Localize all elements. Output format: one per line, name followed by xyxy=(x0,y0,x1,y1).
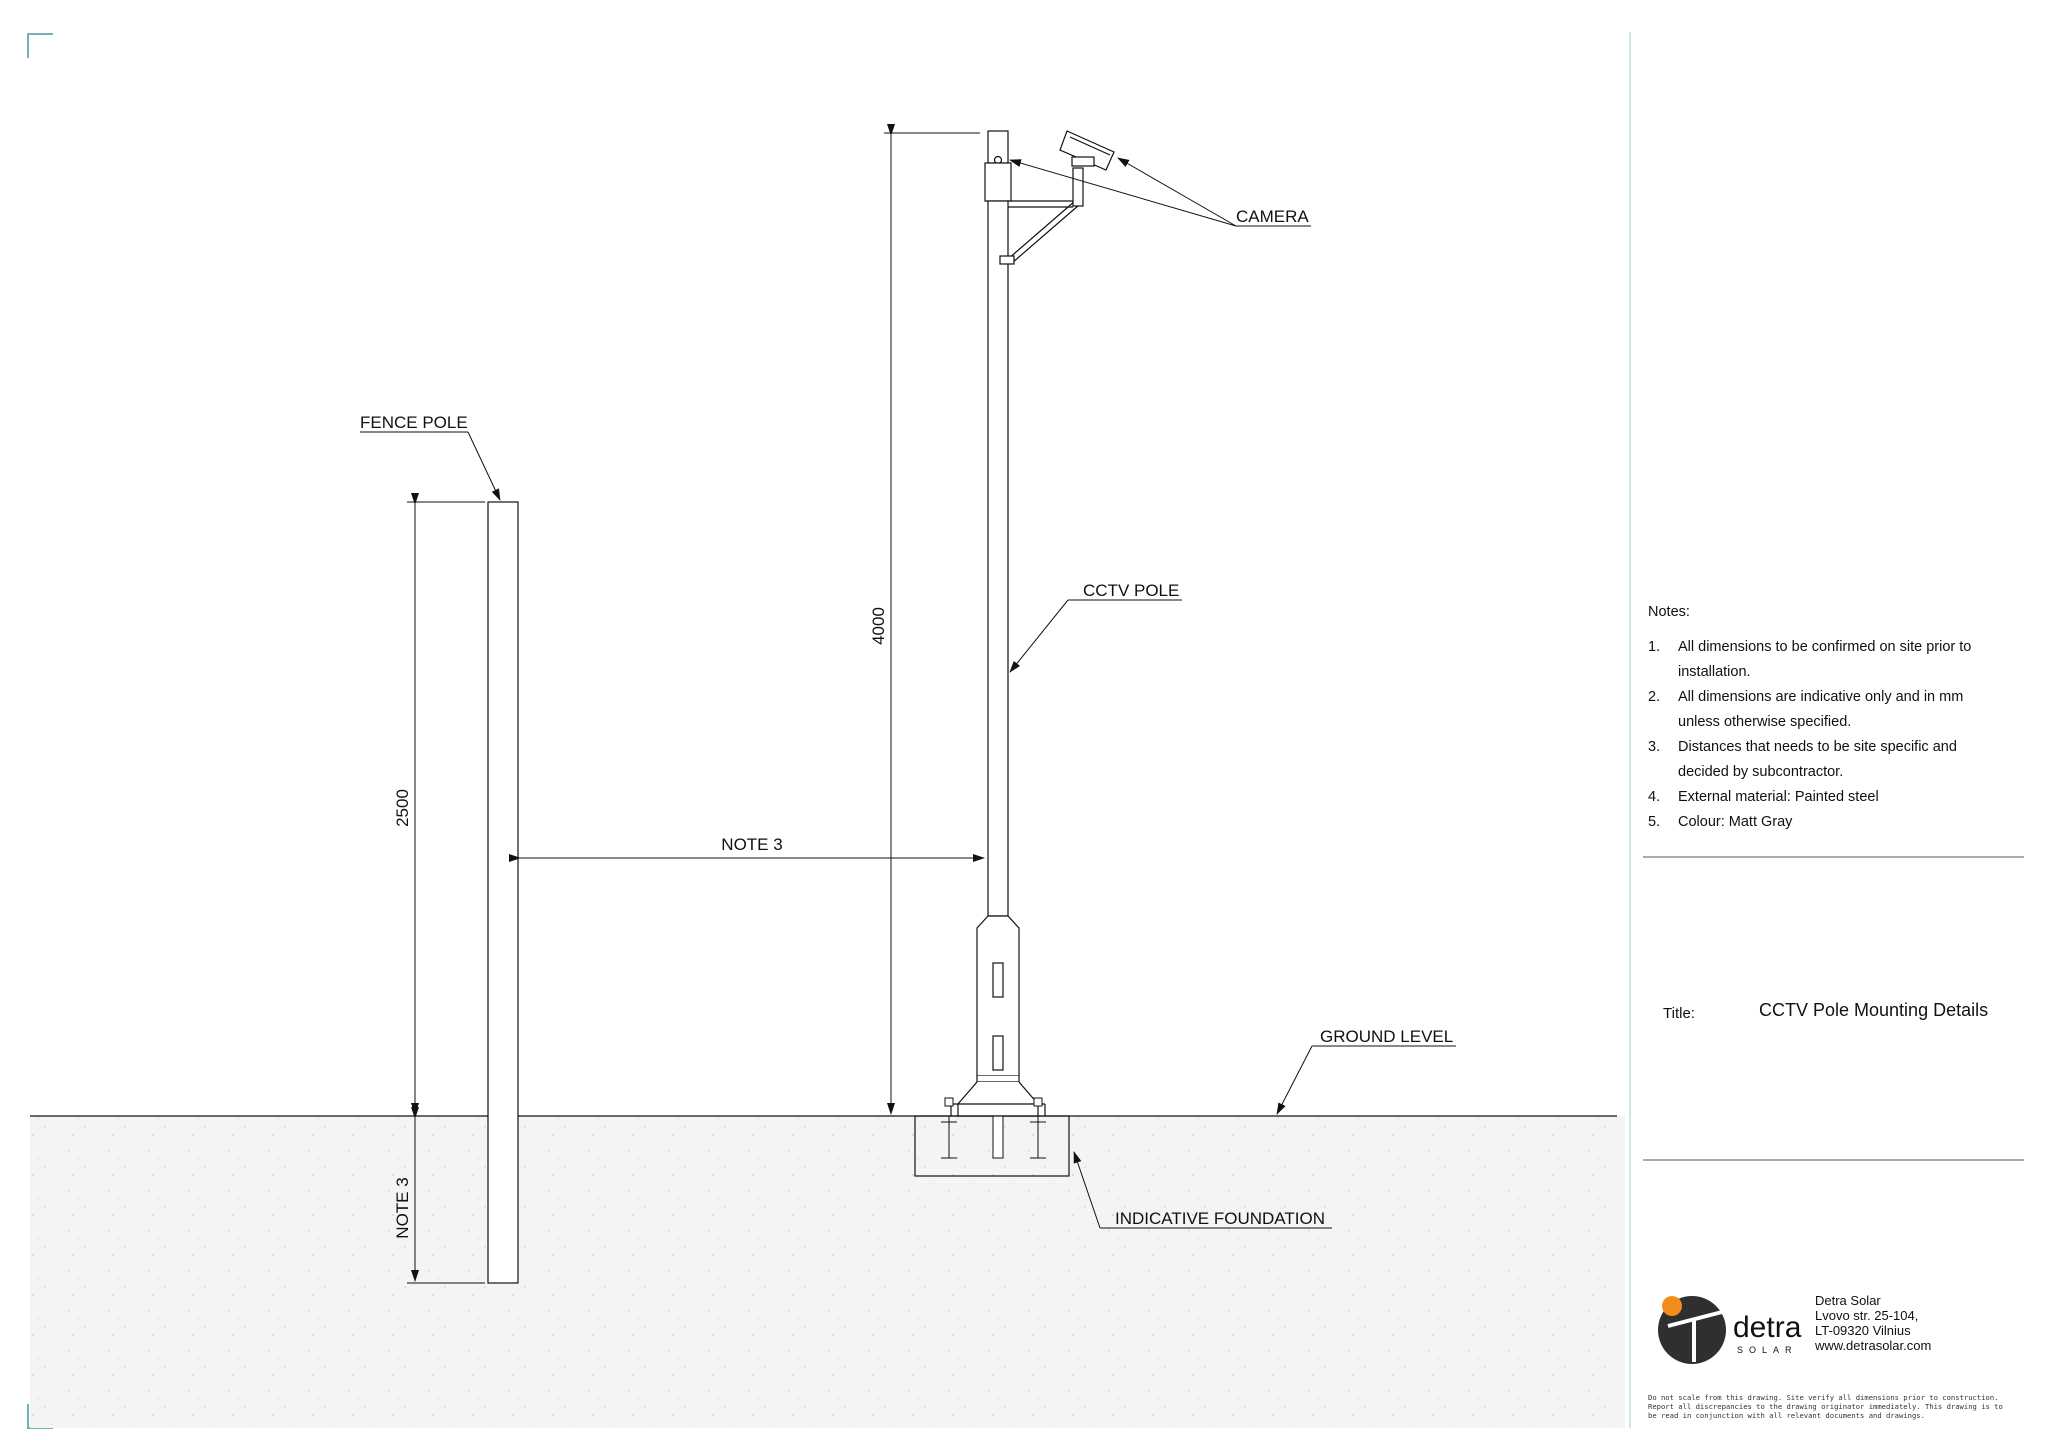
company-name: Detra Solar xyxy=(1815,1293,1881,1308)
note-number: 5. xyxy=(1648,814,1661,830)
cctv-height-value: 4000 xyxy=(869,607,888,645)
note-item: 5. Colour: Matt Gray xyxy=(1648,810,2008,835)
note-item: 2. All dimensions are indicative only an… xyxy=(1648,685,2008,735)
note-text: Distances that needs to be site specific… xyxy=(1678,739,1957,780)
camera-label: CAMERA xyxy=(1236,207,1309,226)
logo-mark-figure xyxy=(1667,1310,1723,1362)
fence-depth-note: NOTE 3 xyxy=(393,1177,412,1238)
foundation-label: INDICATIVE FOUNDATION xyxy=(1115,1209,1325,1228)
distance-note: NOTE 3 xyxy=(721,835,782,854)
note-number: 1. xyxy=(1648,639,1661,655)
company-info: Detra Solar Lvovo str. 25-104, LT-09320 … xyxy=(1815,1293,1931,1353)
cctv-pole-leader xyxy=(1009,599,1182,673)
drawing-title: CCTV Pole Mounting Details xyxy=(1759,1000,1989,1020)
notes-panel: Notes: 1. All dimensions to be confirmed… xyxy=(1648,600,2008,835)
note-number: 2. xyxy=(1648,689,1661,705)
disclaimer-text: Do not scale from this drawing. Site ver… xyxy=(1648,1393,2003,1420)
anchor-bolts xyxy=(941,1097,1046,1159)
note-item: 1. All dimensions to be confirmed on sit… xyxy=(1648,635,2008,685)
fence-pole-leader xyxy=(360,431,501,501)
camera-leader xyxy=(1009,157,1311,227)
note-text: External material: Painted steel xyxy=(1678,789,1879,805)
note-number: 4. xyxy=(1648,789,1661,805)
note-item: 4. External material: Painted steel xyxy=(1648,785,2008,810)
cctv-pole xyxy=(950,130,1046,1117)
note-number: 3. xyxy=(1648,739,1661,755)
cctv-height-dimension xyxy=(884,124,980,1117)
foundation-leader xyxy=(1073,1151,1332,1229)
ground-level-leader xyxy=(1276,1045,1456,1115)
company-address-line2: LT-09320 Vilnius xyxy=(1815,1323,1911,1338)
note-item: 3. Distances that needs to be site speci… xyxy=(1648,735,2008,785)
notes-heading: Notes: xyxy=(1648,604,1690,620)
title-label: Title: xyxy=(1663,1005,1695,1022)
note-text: All dimensions are indicative only and i… xyxy=(1678,689,1964,730)
camera-bracket xyxy=(999,167,1084,265)
detra-logo: detra SOLAR xyxy=(1658,1296,1802,1364)
fence-height-dimension xyxy=(407,493,485,1284)
ground-fill xyxy=(30,1116,1625,1428)
logo-word: detra xyxy=(1733,1311,1802,1344)
note-text: All dimensions to be confirmed on site p… xyxy=(1678,639,1972,680)
cctv-pole-label: CCTV POLE xyxy=(1083,581,1179,600)
foundation-block xyxy=(914,1115,1070,1177)
logo-mark-dot xyxy=(1662,1296,1682,1316)
camera-icon xyxy=(1059,130,1115,171)
company-website: www.detrasolar.com xyxy=(1815,1338,1932,1353)
fence-height-value: 2500 xyxy=(393,789,412,827)
logo-sub: SOLAR xyxy=(1737,1345,1798,1355)
company-address-line1: Lvovo str. 25-104, xyxy=(1815,1308,1919,1323)
ground-level-label: GROUND LEVEL xyxy=(1320,1027,1453,1046)
fence-pole xyxy=(487,501,519,1284)
note-text: Colour: Matt Gray xyxy=(1678,814,1793,830)
fence-pole-label: FENCE POLE xyxy=(360,413,468,432)
